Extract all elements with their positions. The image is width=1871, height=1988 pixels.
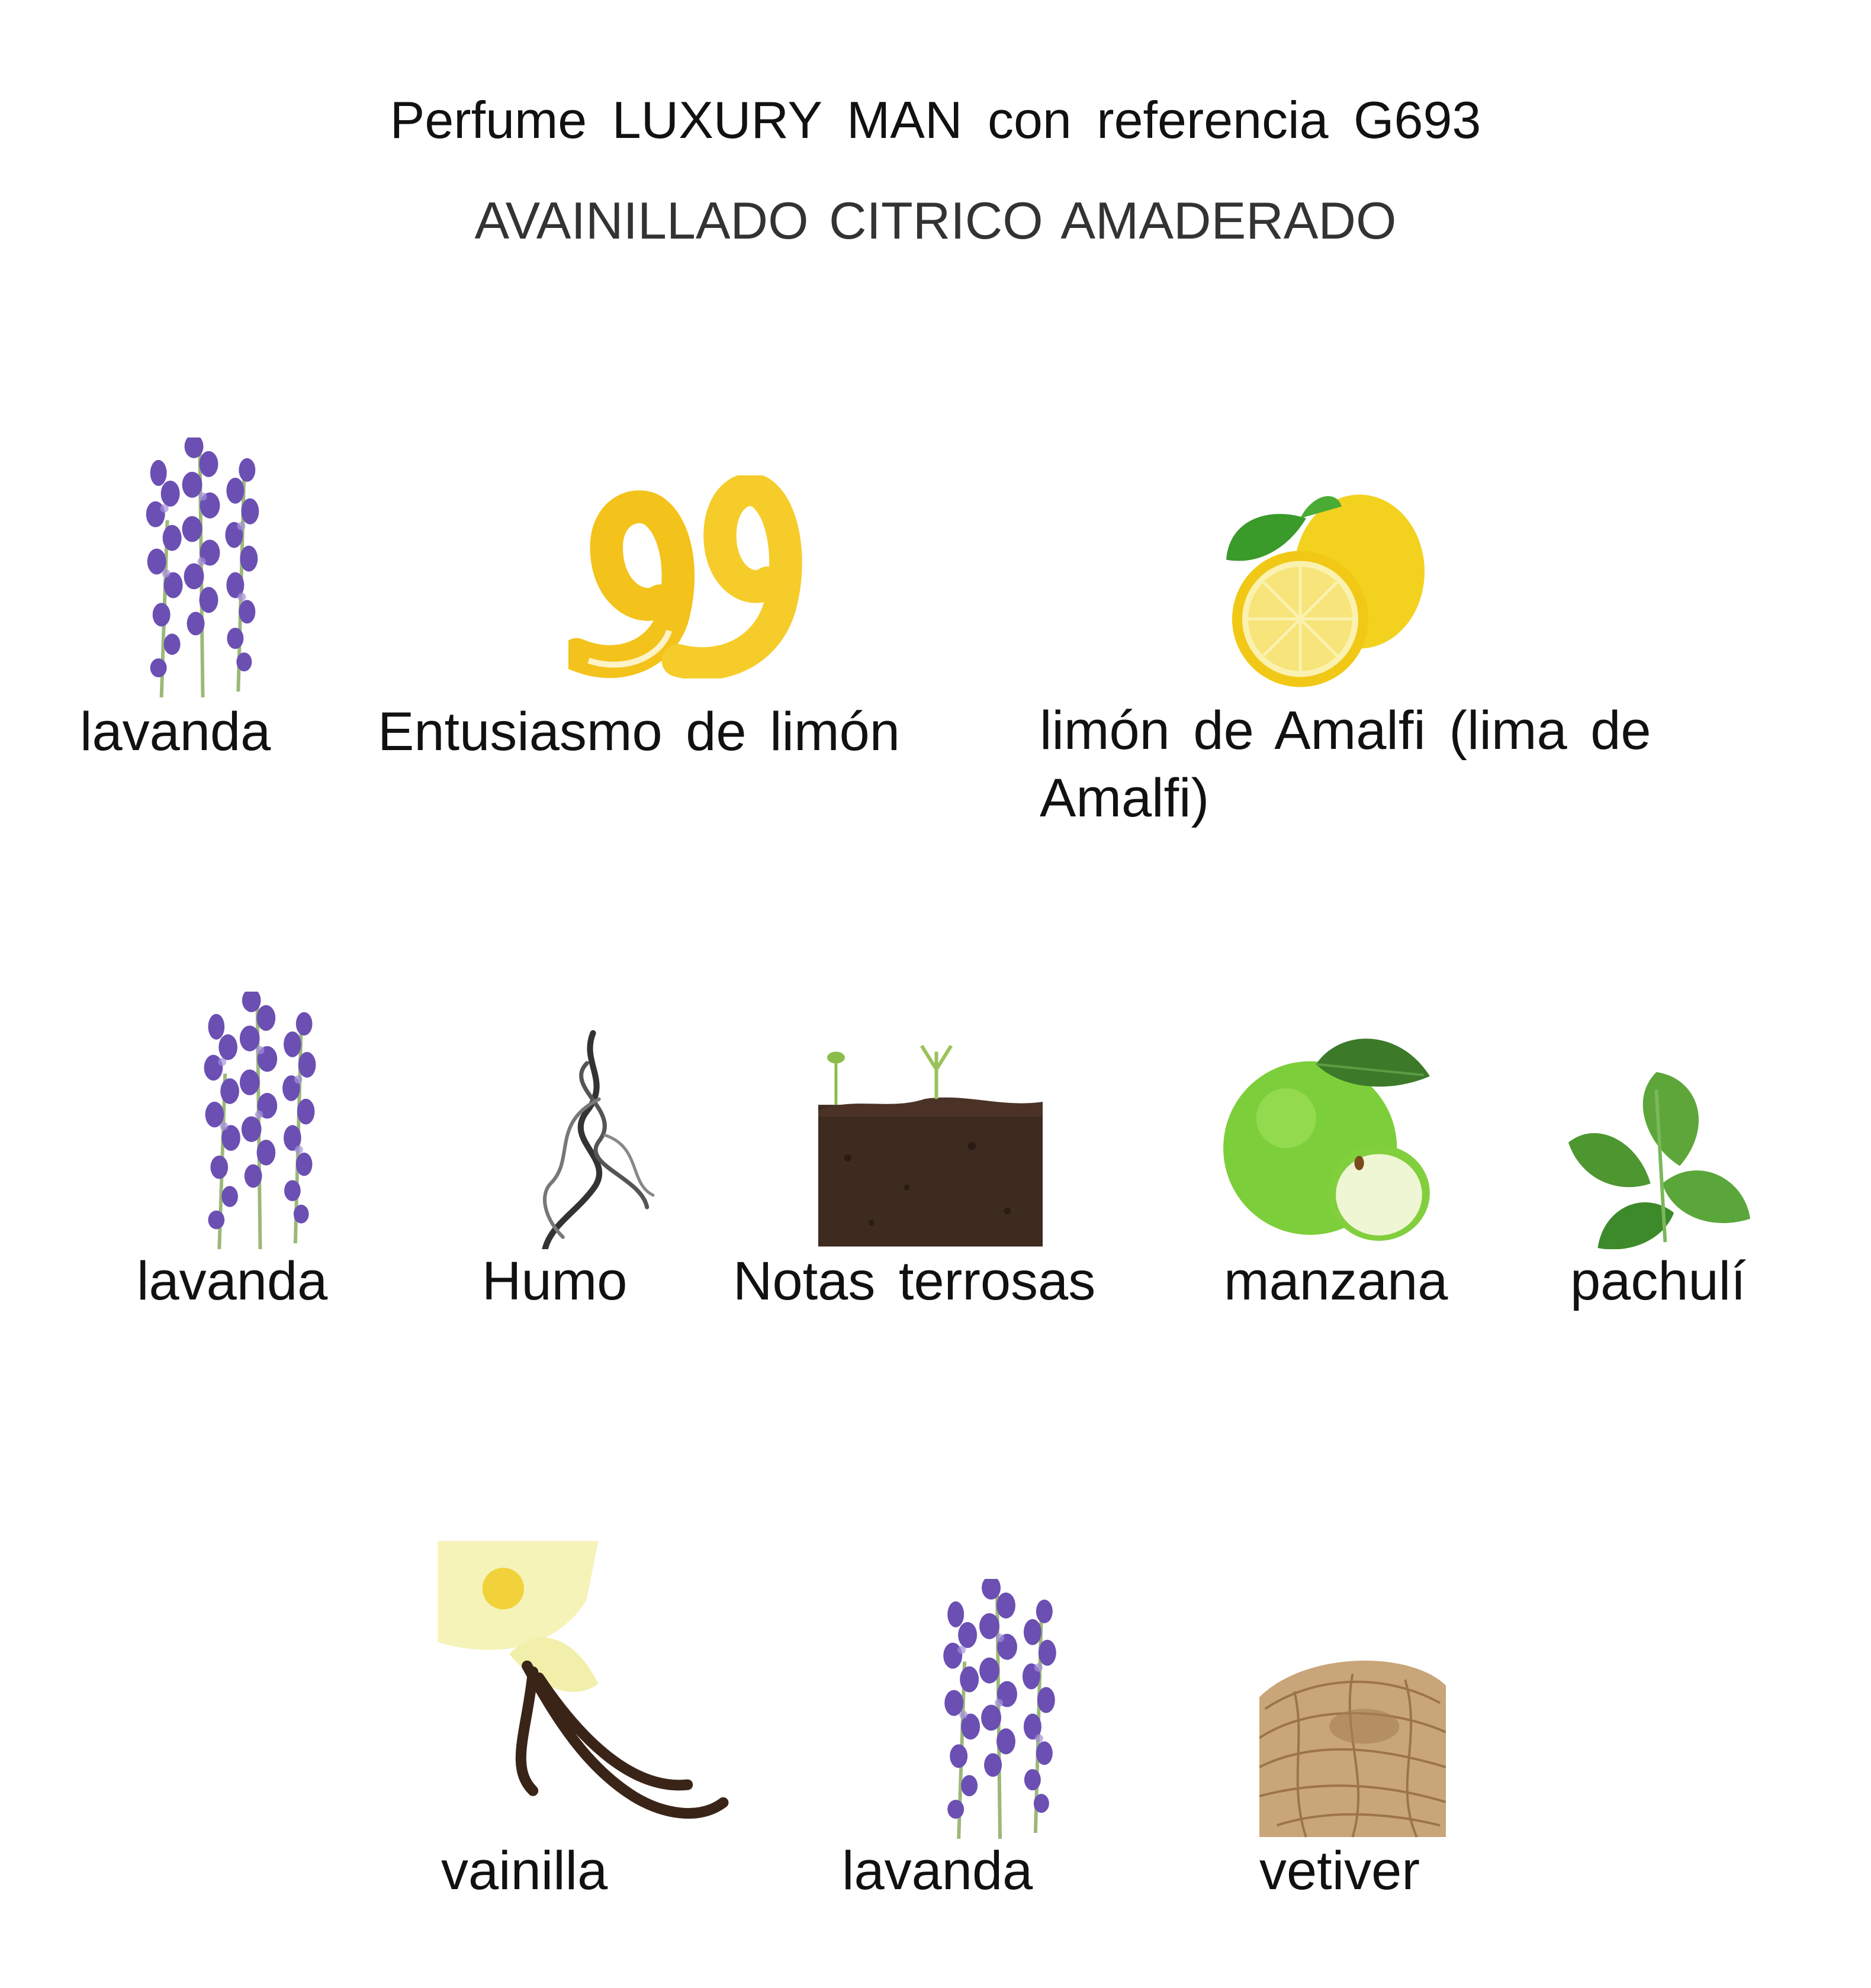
lemon-peel-icon [568,475,812,678]
soil-icon [818,1040,1043,1247]
note-label: pachulí [1570,1251,1746,1311]
note-label: lavanda [842,1841,1033,1901]
green-apple-icon [1220,1027,1436,1245]
note-label: lavanda [137,1251,328,1311]
note-label: limón de Amalfi (lima de [1040,700,1651,761]
lavender-icon [82,438,323,697]
note-label: Humo [482,1251,628,1311]
patchouli-leaf-icon [1563,1065,1750,1249]
note-label-continued: Amalfi) [1040,768,1210,828]
note-label: vainilla [441,1841,608,1901]
note-label: Notas terrosas [733,1251,1096,1311]
note-label: manzana [1224,1251,1448,1311]
smoke-icon [526,1027,660,1249]
note-label: Entusiasmo de limón [378,702,900,762]
note-label: lavanda [80,702,271,762]
page-title: Perfume LUXURY MAN con referencia G693 [390,91,1481,149]
lavender-icon [140,992,381,1249]
vetiver-root-icon [1259,1649,1446,1839]
lavender-icon [882,1579,1118,1839]
note-label: vetiver [1259,1841,1420,1901]
vanilla-icon [438,1541,735,1832]
lemon-icon [1217,482,1430,691]
fragrance-family: AVAINILLADO CITRICO AMADERADO [474,191,1397,250]
